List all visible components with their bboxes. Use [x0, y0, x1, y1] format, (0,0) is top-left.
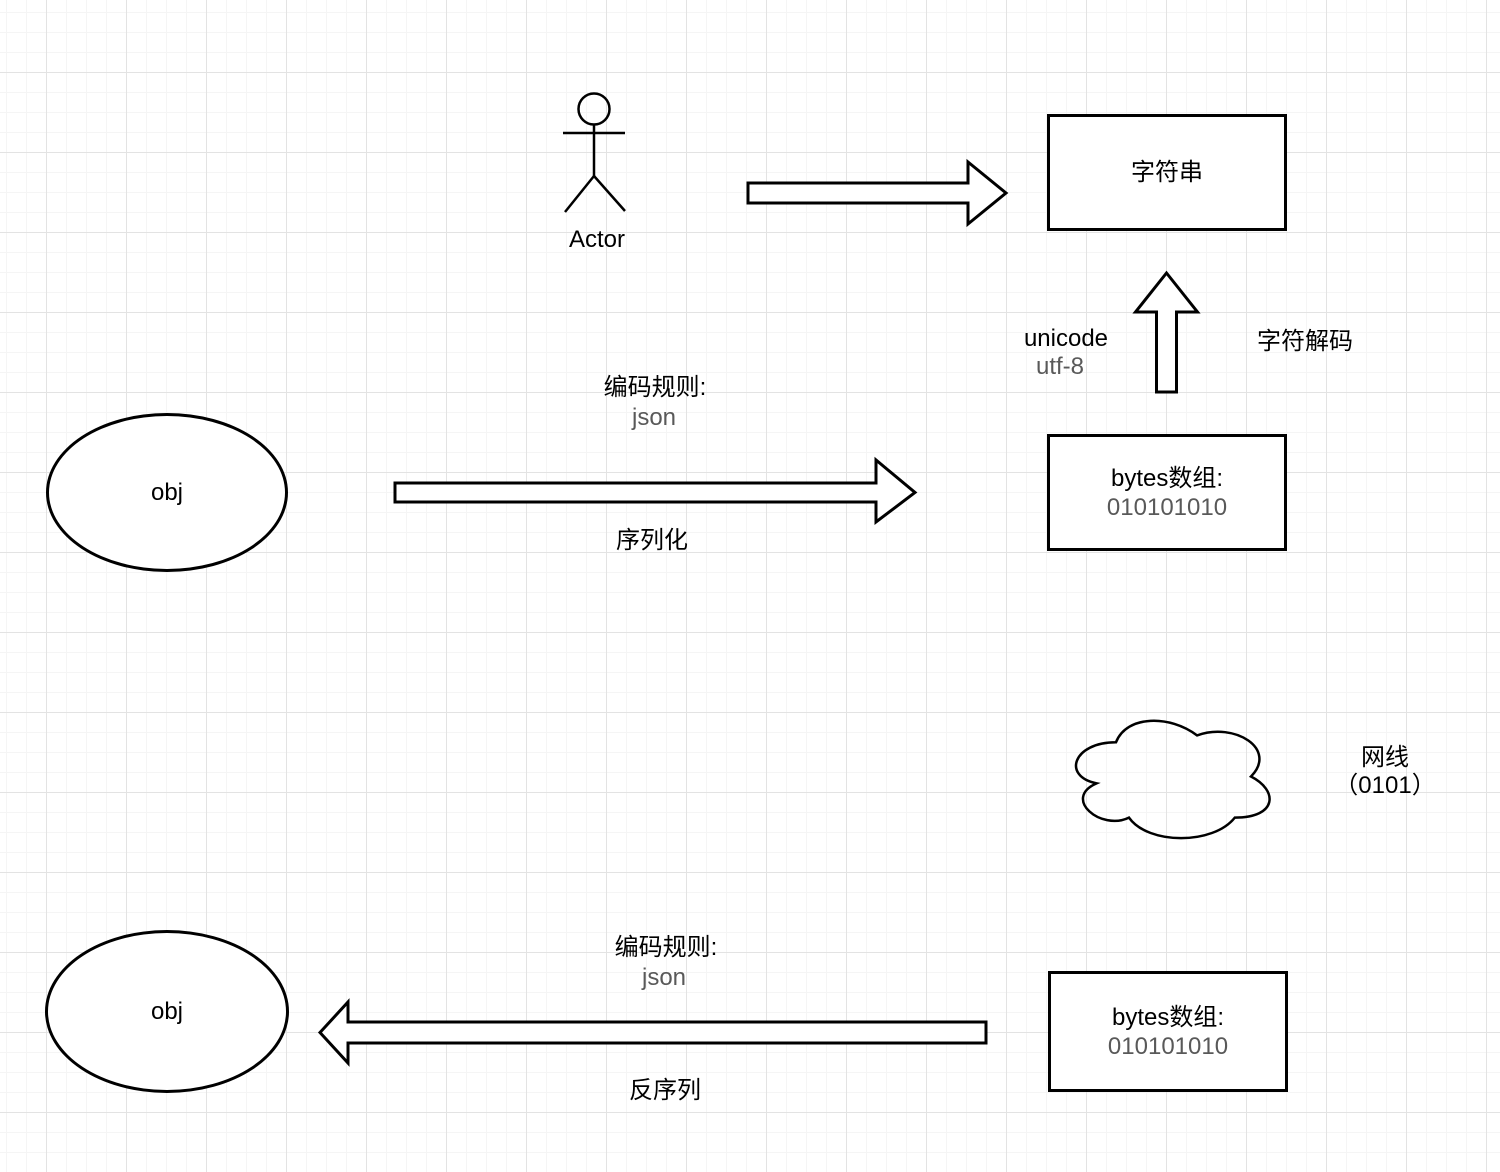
actor-label: Actor	[568, 226, 626, 253]
bytes-node-bottom-title: bytes数组:	[1111, 1003, 1225, 1031]
deserialize-rule-value-label: json	[641, 964, 687, 991]
actor-icon	[563, 92, 626, 213]
serialize-rule-label: 编码规则:	[603, 374, 707, 401]
deserialize-action-label: 反序列	[629, 1077, 701, 1104]
cloud-sublabel: （0101）	[1334, 772, 1436, 799]
bytes-node-top: bytes数组: 010101010	[1047, 434, 1287, 551]
arrow-left-bottom-icon	[317, 998, 988, 1067]
serialize-action-label: 序列化	[616, 527, 688, 554]
decode-action-label: 字符解码	[1257, 328, 1353, 355]
arrow-up-icon	[1132, 270, 1201, 394]
bytes-node-bottom: bytes数组: 010101010	[1048, 971, 1288, 1092]
obj-node-top: obj	[46, 413, 288, 572]
bytes-node-top-title: bytes数组:	[1110, 464, 1224, 492]
arrow-right-top-icon	[746, 158, 1009, 228]
arrow-right-middle-icon	[393, 456, 918, 526]
decode-encoding-value-label: utf-8	[1035, 353, 1085, 380]
deserialize-rule-label: 编码规则:	[614, 934, 718, 961]
cloud-label: 网线	[1361, 744, 1409, 771]
decode-encoding-label: unicode	[1023, 325, 1109, 352]
serialize-rule-value-label: json	[631, 404, 677, 431]
bytes-node-top-value: 010101010	[1106, 493, 1228, 521]
obj-node-bottom: obj	[45, 930, 289, 1093]
string-node-label: 字符串	[1131, 159, 1203, 186]
obj-node-bottom-label: obj	[150, 997, 184, 1025]
bytes-node-bottom-value: 010101010	[1107, 1032, 1229, 1060]
string-node: 字符串	[1047, 114, 1287, 231]
cloud-icon	[1074, 719, 1271, 840]
obj-node-top-label: obj	[150, 478, 184, 506]
